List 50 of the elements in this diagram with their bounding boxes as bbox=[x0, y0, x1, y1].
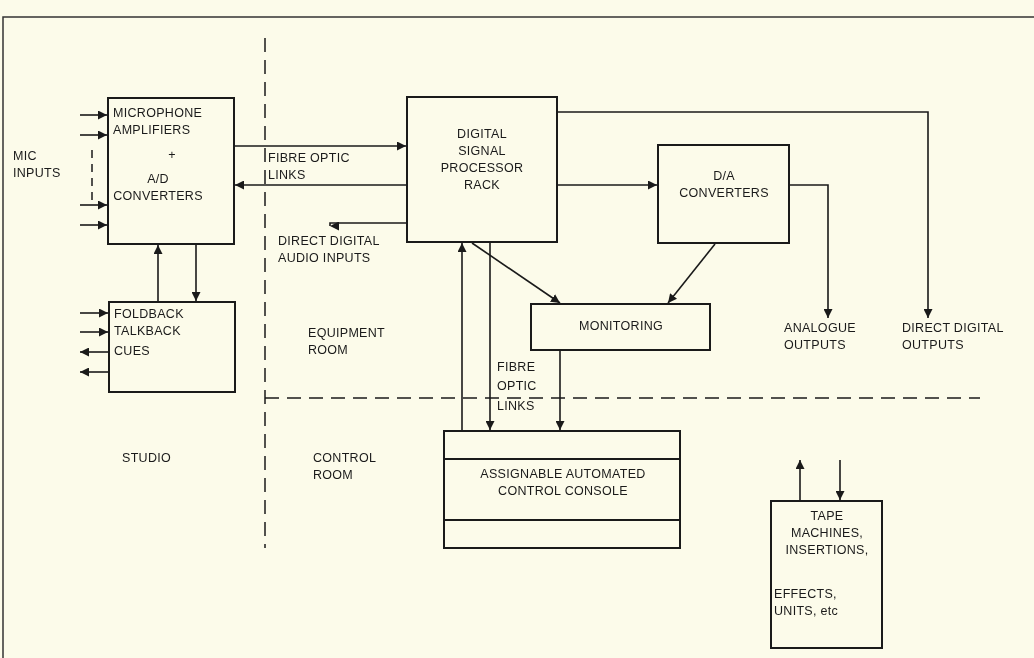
arrow bbox=[79, 200, 108, 210]
arrow bbox=[835, 459, 845, 501]
arrow bbox=[795, 459, 805, 501]
area-label: MIC INPUTS bbox=[13, 148, 62, 182]
link-label: FIBRE OPTIC LINKS bbox=[268, 150, 351, 184]
link-label: FIBRE OPTIC LINKS bbox=[497, 359, 538, 415]
arrow bbox=[153, 244, 163, 302]
arrow bbox=[79, 130, 108, 140]
arrow bbox=[79, 367, 109, 377]
arrow bbox=[557, 180, 658, 190]
arrow bbox=[79, 110, 108, 120]
process-box bbox=[530, 303, 711, 351]
area-label: CONTROL ROOM bbox=[313, 450, 377, 484]
arrow bbox=[79, 327, 109, 337]
arrow bbox=[471, 242, 561, 304]
box-label: TAPE MACHINES, INSERTIONS, bbox=[784, 508, 870, 559]
box-label: + bbox=[167, 147, 177, 164]
io-label: DIRECT DIGITAL AUDIO INPUTS bbox=[278, 233, 381, 267]
box-label: MONITORING bbox=[578, 318, 664, 335]
arrow bbox=[191, 244, 201, 302]
area-label: STUDIO bbox=[122, 450, 173, 467]
arrow bbox=[457, 242, 467, 431]
process-box bbox=[406, 96, 558, 243]
area-label: EQUIPMENT ROOM bbox=[308, 325, 386, 359]
arrow bbox=[485, 242, 495, 431]
process-box bbox=[108, 301, 236, 393]
io-label: DIRECT DIGITAL OUTPUTS bbox=[902, 320, 1005, 354]
process-box bbox=[107, 97, 235, 245]
arrow bbox=[667, 243, 716, 304]
arrow bbox=[79, 220, 108, 230]
box-label: A/D CONVERTERS bbox=[113, 171, 203, 205]
arrow bbox=[555, 350, 565, 431]
box-label: EFFECTS, UNITS, etc bbox=[774, 586, 840, 620]
arrow bbox=[557, 111, 933, 319]
box-label: FOLDBACK TALKBACK bbox=[114, 306, 185, 340]
arrow bbox=[79, 308, 109, 318]
box-label: CUES bbox=[114, 343, 151, 360]
process-box bbox=[770, 500, 883, 649]
arrow bbox=[789, 184, 833, 319]
box-label: D/A CONVERTERS bbox=[678, 168, 770, 202]
process-box bbox=[657, 144, 790, 244]
console-box bbox=[443, 430, 681, 549]
box-label: DIGITAL SIGNAL PROCESSOR RACK bbox=[439, 126, 525, 194]
box-label: ASSIGNABLE AUTOMATED CONTROL CONSOLE bbox=[479, 466, 647, 500]
arrow bbox=[234, 141, 407, 151]
arrow bbox=[234, 180, 407, 190]
arrow bbox=[329, 221, 407, 231]
io-label: ANALOGUE OUTPUTS bbox=[784, 320, 857, 354]
arrow bbox=[79, 347, 109, 357]
box-label: MICROPHONE AMPLIFIERS bbox=[113, 105, 204, 139]
